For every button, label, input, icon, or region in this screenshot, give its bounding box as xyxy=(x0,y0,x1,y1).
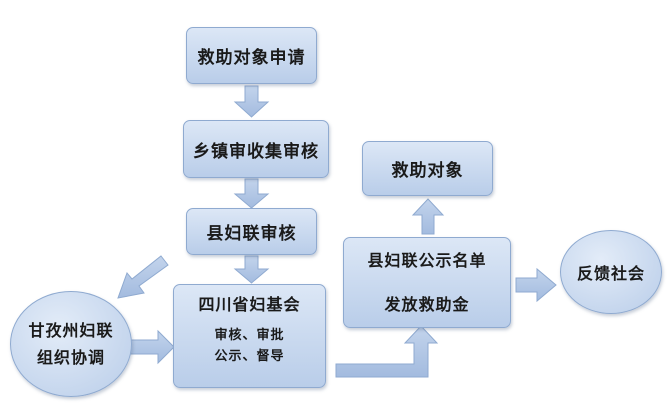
township-review-label: 乡镇审收集审核 xyxy=(193,141,319,162)
arrow-to-ganzi xyxy=(117,255,169,299)
arrow-township-to-county xyxy=(233,178,270,209)
provincial-line2: 公示、督导 xyxy=(214,348,285,364)
recipients-box: 救助对象 xyxy=(362,141,493,196)
county-review-box: 县妇联审核 xyxy=(186,208,317,255)
apply-label: 救助对象申请 xyxy=(197,48,306,68)
apply-box: 救助对象申请 xyxy=(186,27,317,84)
ganzi-circle: 甘孜州妇联 组织协调 xyxy=(10,291,132,397)
provincial-line1: 审核、审批 xyxy=(214,328,285,344)
provincial-title: 四川省妇基会 xyxy=(198,295,301,314)
arrow-county-public-to-feedback xyxy=(515,267,557,303)
ganzi-line1: 甘孜州妇联 xyxy=(28,320,114,340)
arrow-county-public-to-recipients xyxy=(411,198,445,235)
county-review-label: 县妇联审核 xyxy=(206,224,297,244)
recipients-label: 救助对象 xyxy=(391,161,464,181)
ganzi-line2: 组织协调 xyxy=(36,348,105,367)
feedback-label: 反馈社会 xyxy=(576,264,645,283)
township-review-box: 乡镇审收集审核 xyxy=(183,120,329,178)
feedback-circle: 反馈社会 xyxy=(560,230,662,314)
arrow-apply-to-township xyxy=(233,85,270,118)
provincial-foundation-box: 四川省妇基会 审核、审批 公示、督导 xyxy=(173,284,326,388)
county-public-box: 县妇联公示名单 发放救助金 xyxy=(343,237,511,328)
county-public-line2: 发放救助金 xyxy=(384,294,470,314)
county-public-line1: 县妇联公示名单 xyxy=(367,251,487,271)
arrow-provincial-to-county-public xyxy=(335,325,439,378)
arrow-ganzi-to-provincial xyxy=(129,329,175,365)
arrow-county-to-provincial xyxy=(233,255,270,284)
